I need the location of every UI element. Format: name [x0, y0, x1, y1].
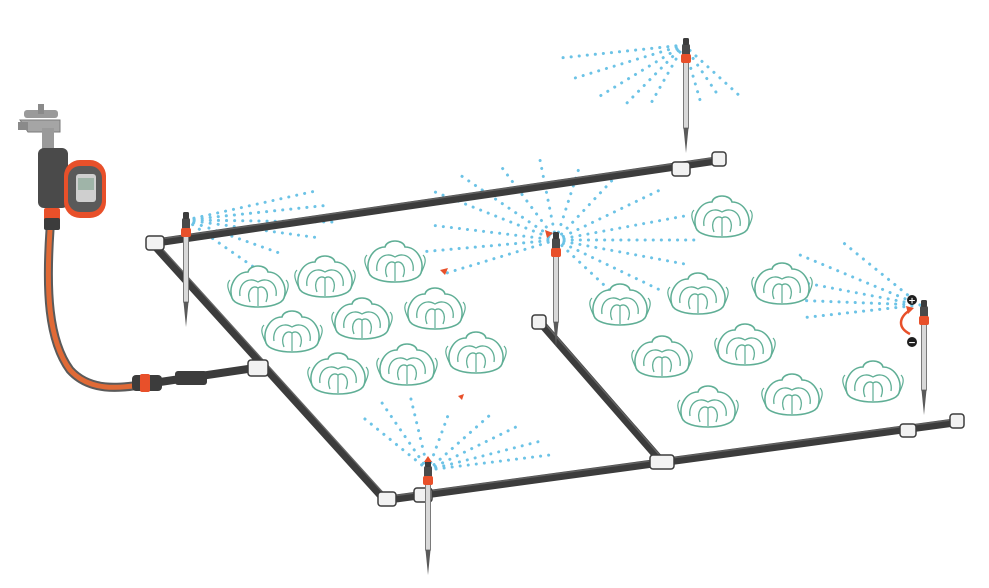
lettuce-plant-icon: [761, 373, 823, 416]
lettuce-plant-icon: [331, 297, 393, 340]
lettuce-plant-icon: [751, 262, 813, 305]
lettuce-plant-icon: [376, 343, 438, 386]
minus-symbol: −: [908, 339, 916, 349]
sprinkler-group: [180, 37, 930, 576]
pop-up-sprinkler-icon: [550, 231, 562, 348]
spray-adjust-indicator: + −: [899, 295, 917, 349]
lettuce-plant-icon: [294, 255, 356, 298]
tee-connector: [649, 454, 675, 470]
pipe-top: [156, 156, 724, 246]
plant-group: [227, 195, 904, 428]
lettuce-plant-icon: [842, 360, 904, 403]
lettuce-plant-icon: [691, 195, 753, 238]
pop-up-sprinkler-icon: [180, 211, 192, 328]
end-cap: [711, 151, 727, 167]
lettuce-plant-icon: [677, 385, 739, 428]
pop-up-sprinkler-icon: [680, 37, 692, 154]
garden-hose-icon: [43, 225, 207, 392]
elbow-connector: [145, 235, 165, 251]
lettuce-plant-icon: [227, 265, 289, 308]
direction-arrow-icon: [424, 230, 553, 462]
lettuce-plant-icon: [404, 287, 466, 330]
minus-icon: [907, 337, 917, 347]
pipe-left: [151, 242, 389, 504]
plus-symbol: +: [908, 297, 916, 307]
lettuce-plant-icon: [667, 272, 729, 315]
pop-up-sprinkler-icon: [422, 459, 434, 576]
tee-connector: [899, 423, 917, 438]
pop-up-sprinkler-icon: [918, 299, 930, 416]
lettuce-plant-icon: [261, 310, 323, 353]
end-cap: [531, 314, 547, 330]
pipe-middle: [536, 318, 666, 466]
pipe-feed: [156, 364, 259, 386]
lettuce-plant-icon: [364, 240, 426, 283]
elbow-connector: [377, 491, 397, 507]
water-tap-icon: [18, 104, 61, 150]
lettuce-plant-icon: [714, 323, 776, 366]
pipe-connectors: [145, 151, 965, 507]
lettuce-plant-icon: [307, 352, 369, 395]
tee-connector: [247, 359, 269, 377]
water-spray-icon: [184, 43, 922, 472]
tee-connector: [671, 161, 691, 177]
lettuce-plant-icon: [589, 283, 651, 326]
lettuce-plant-icon: [631, 335, 693, 378]
curved-arrow-icon: [899, 308, 911, 336]
water-timer-icon: [38, 148, 106, 230]
plus-icon: [907, 295, 917, 305]
pipe-network: [151, 156, 962, 504]
end-cap: [949, 413, 965, 429]
